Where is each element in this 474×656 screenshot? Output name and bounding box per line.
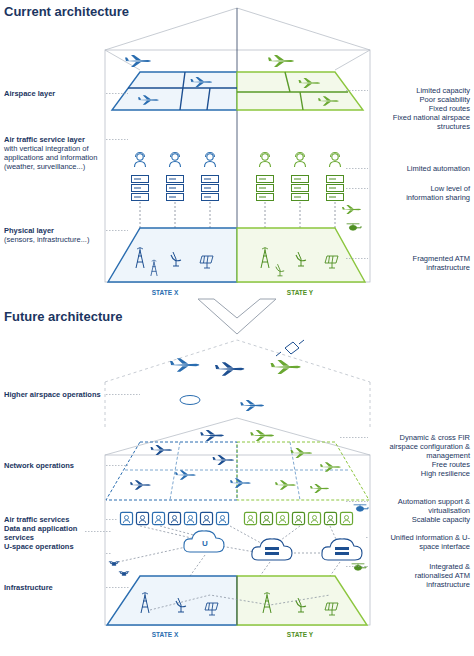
- feature-note: Poor scalability: [374, 95, 470, 104]
- feature-note: Fixed routes: [374, 104, 470, 113]
- feature-note: Free routes: [372, 460, 470, 469]
- feature-note: Fragmented ATM infrastructure: [398, 254, 470, 272]
- feature-note: Automation support & virtualisation: [372, 497, 470, 515]
- u-space-symbol: U: [198, 539, 212, 548]
- layer-label: Data and application services: [4, 524, 84, 542]
- feature-note: High resilience: [372, 469, 470, 478]
- state-label: STATE Y: [275, 630, 325, 639]
- feature-note: Integrated & rationalised ATM infrastruc…: [390, 562, 470, 589]
- feature-note: Limited automation: [374, 164, 470, 173]
- feature-note: Fixed national airspace structures: [374, 113, 470, 131]
- layer-label: U-space operations: [4, 542, 104, 551]
- section-heading: Future architecture: [4, 309, 194, 324]
- layer-label: Air traffic services: [4, 515, 104, 524]
- section-heading: Current architecture: [4, 4, 224, 19]
- layer-label: Infrastructure: [4, 583, 104, 592]
- feature-note: Unified information & U-space interface: [390, 533, 470, 551]
- layer-label: Network operations: [4, 461, 104, 470]
- state-label: STATE X: [140, 288, 190, 297]
- layer-label: Airspace layer: [4, 89, 104, 98]
- state-label: STATE Y: [275, 288, 325, 297]
- layer-label: Physical layer: [4, 226, 104, 235]
- layer-description: (sensors, infrastructure...): [4, 235, 104, 244]
- feature-note: Dynamic & cross FIR airspace configurati…: [372, 433, 470, 460]
- layer-label: Higher airspace operations: [4, 390, 104, 399]
- feature-note: Limited capacity: [374, 86, 470, 95]
- layer-label: Air traffic service layer: [4, 135, 106, 144]
- state-label: STATE X: [140, 630, 190, 639]
- layer-description: with vertical integration of application…: [4, 144, 104, 171]
- feature-note: Low level of information sharing: [398, 184, 470, 202]
- feature-note: Scalable capacity: [372, 515, 470, 524]
